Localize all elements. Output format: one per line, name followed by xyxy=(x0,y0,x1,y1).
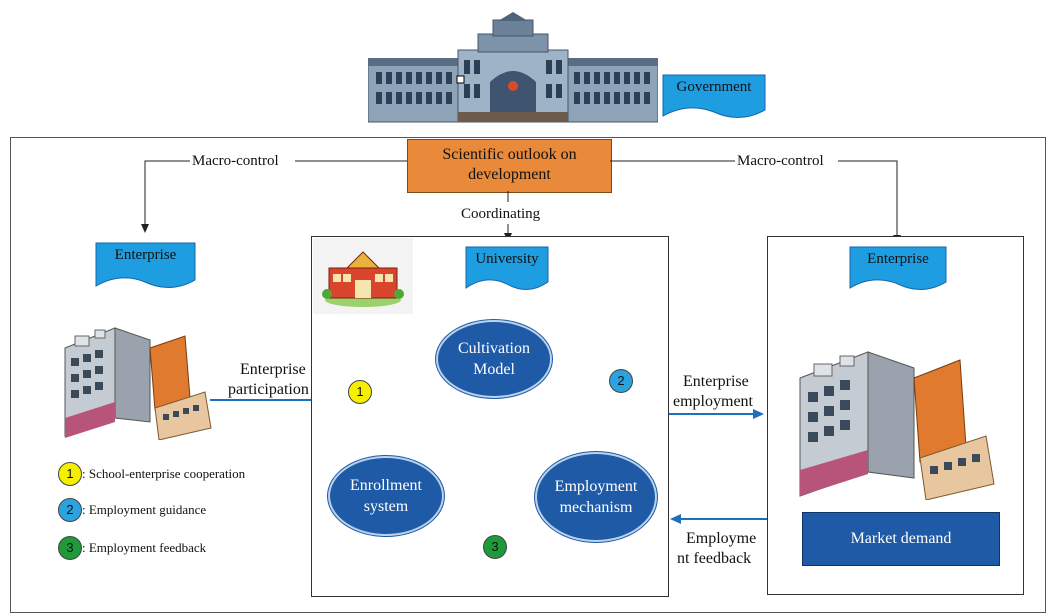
left-macro-control-label: Macro-control xyxy=(192,153,279,169)
legend: 1 : School-enterprise cooperation 2 : Em… xyxy=(58,462,298,562)
market-demand-label: Market demand xyxy=(850,530,952,547)
feedback-label-1: Employme xyxy=(686,530,757,547)
legend-badge-2: 2 xyxy=(58,498,82,522)
scientific-outlook-line1: Scientific outlook on xyxy=(442,146,577,163)
employment-label-2: employment xyxy=(673,393,753,410)
feedback-label-2: nt feedback xyxy=(677,550,752,567)
school-icon xyxy=(313,238,413,314)
enrollment-system-node: Enrollment system xyxy=(328,456,444,536)
government-tag: Government xyxy=(662,74,766,120)
employment-label-1: Enterprise xyxy=(683,373,749,390)
market-demand-box: Market demand xyxy=(802,512,1000,566)
enrollment-line1: Enrollment xyxy=(350,477,422,494)
badge-1: 1 xyxy=(348,380,372,404)
employment-mech-line1: Employment xyxy=(554,478,638,495)
university-label: University xyxy=(475,251,539,267)
legend-text-2: : Employment guidance xyxy=(82,502,207,517)
legend-text-1: : School-enterprise cooperation xyxy=(82,466,246,481)
badge-2: 2 xyxy=(609,369,633,393)
participation-label-2: participation xyxy=(228,381,309,398)
right-macro-control-label: Macro-control xyxy=(737,153,824,169)
cultivation-line1: Cultivation xyxy=(458,340,530,357)
left-enterprise-tag: Enterprise xyxy=(95,242,196,290)
university-tag: University xyxy=(465,246,549,292)
scientific-outlook-line2: development xyxy=(468,166,551,183)
coordinating-label: Coordinating xyxy=(461,206,541,222)
cultivation-line2: Model xyxy=(473,361,515,378)
employment-mechanism-node: Employment mechanism xyxy=(535,452,657,542)
government-building xyxy=(367,12,659,124)
employment-mech-line2: mechanism xyxy=(559,499,633,516)
scientific-outlook-box: Scientific outlook on development xyxy=(407,139,612,193)
legend-text-3: : Employment feedback xyxy=(82,540,207,555)
government-label: Government xyxy=(676,79,752,95)
legend-badge-3: 3 xyxy=(58,536,82,560)
badge-3: 3 xyxy=(483,535,507,559)
participation-label-1: Enterprise xyxy=(240,361,306,378)
left-enterprise-label: Enterprise xyxy=(114,247,177,263)
right-building-icon xyxy=(788,340,1000,501)
legend-badge-1: 1 xyxy=(58,462,82,486)
enrollment-line2: system xyxy=(363,498,409,515)
right-enterprise-label: Enterprise xyxy=(867,251,929,267)
left-building-icon xyxy=(55,318,215,441)
right-enterprise-tag: Enterprise xyxy=(849,246,947,292)
